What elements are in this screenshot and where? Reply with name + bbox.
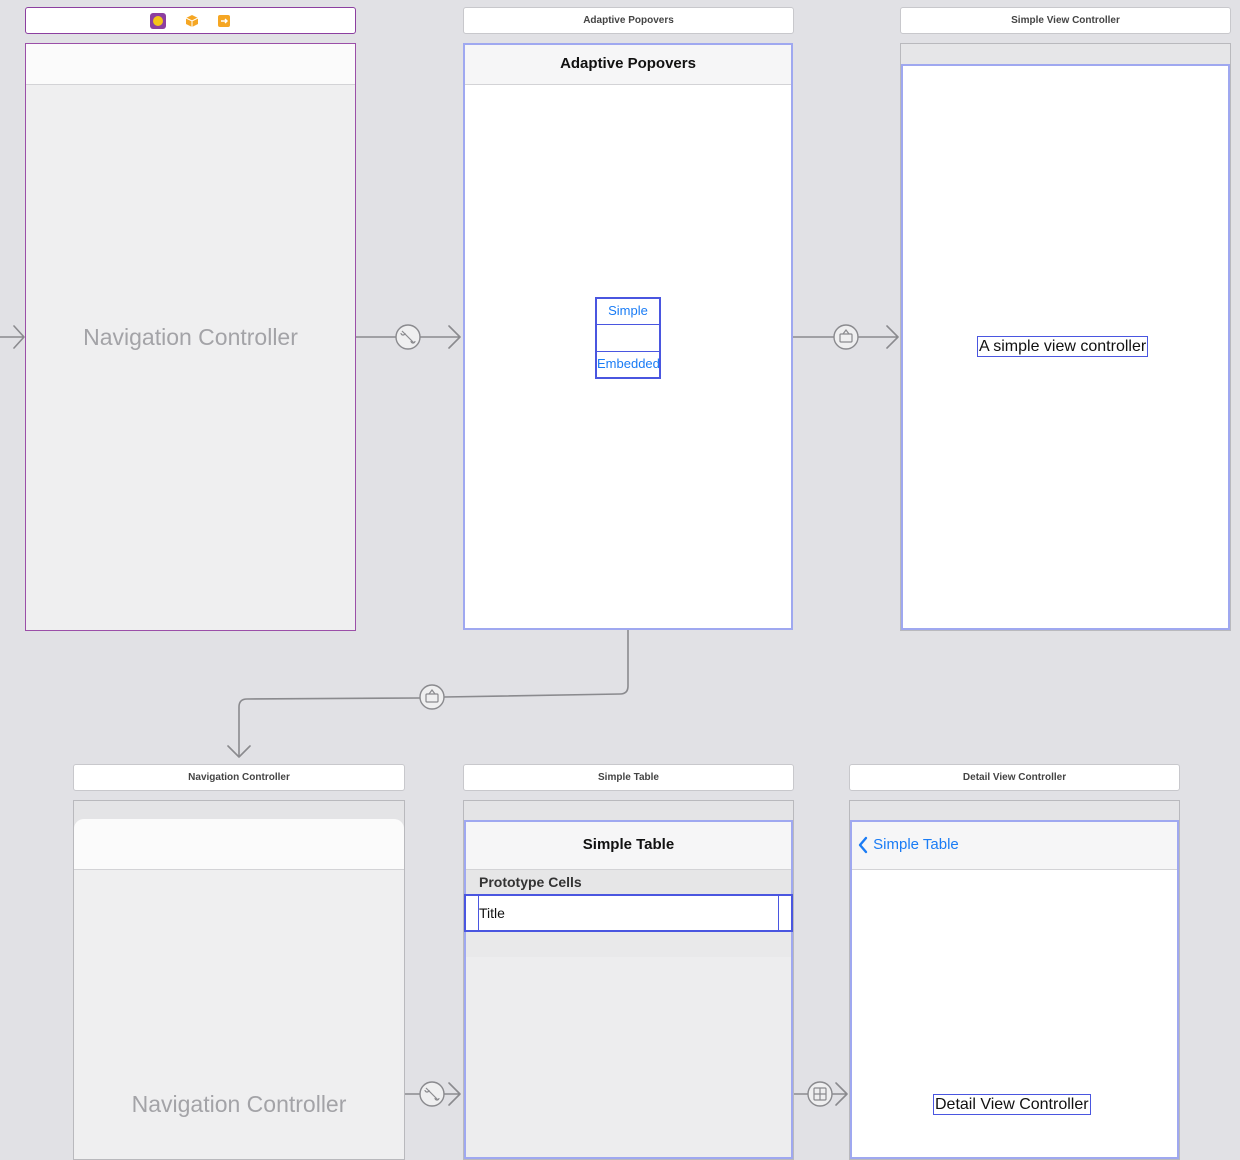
navigation-bar: Simple Table [852,822,1177,870]
nav-title: Adaptive Popovers [560,55,696,72]
detail-label: Detail View Controller [933,1094,1091,1115]
adaptive-popovers-scene[interactable]: Adaptive Popovers Simple Embedded [463,43,793,630]
table-view[interactable]: Simple Table Prototype Cells Title [464,820,793,1159]
navigation-controller-placeholder: Navigation Controller [83,324,298,350]
chevron-left-icon [857,836,869,854]
simple-view-controller-scene[interactable]: A simple view controller [900,43,1231,631]
view-controller-icon[interactable] [150,13,166,29]
scene-title-bar[interactable]: Simple Table [463,764,794,791]
nav-title: Simple Table [582,836,675,853]
scene-title-bar[interactable]: Simple View Controller [900,7,1231,34]
detail-content-view: Simple Table Detail View Controller [850,820,1179,1159]
segue-line-root [355,325,461,349]
simple-view-label: A simple view controller [977,336,1149,357]
cell-title-label: Title [479,905,505,921]
embedded-button[interactable]: Embedded [597,351,660,377]
scene-title-bar[interactable]: Detail View Controller [849,764,1180,791]
segue-line-show-detail [792,1082,848,1106]
detail-view-controller-scene[interactable]: Simple Table Detail View Controller [849,800,1180,1160]
scene-title-bar[interactable]: Adaptive Popovers [463,7,794,34]
scene-title-bar[interactable]: Navigation Controller [73,764,405,791]
simple-table-scene[interactable]: Simple Table Prototype Cells Title [463,800,794,1160]
navigation-bar: Adaptive Popovers [465,45,791,85]
initial-entry-arrow [0,325,25,349]
first-responder-icon[interactable] [184,13,200,29]
navigation-bar [26,44,355,85]
scene-dock-bar[interactable] [25,7,356,34]
exit-icon[interactable] [216,13,232,29]
sheet-container: Navigation Controller [74,819,404,1159]
button-stack: Simple Embedded [595,297,661,379]
navigation-controller-scene[interactable]: Navigation Controller [73,800,405,1160]
navigation-controller-placeholder: Navigation Controller [131,1091,347,1117]
section-header: Prototype Cells [466,870,791,895]
segue-line-root-bottom [404,1082,461,1106]
table-footer [466,932,791,957]
popover-segue-icon [833,324,859,350]
navigation-bar: Simple Table [466,822,791,870]
back-button[interactable]: Simple Table [857,822,959,868]
simple-button[interactable]: Simple [597,299,659,325]
segue-line-popover [792,325,899,349]
popover-content-view: A simple view controller [901,64,1230,630]
navigation-bar [74,819,404,870]
segue-line-popover-embedded [227,629,629,758]
navigation-controller-scene[interactable]: Navigation Controller [25,43,356,631]
popover-segue-icon [419,684,445,710]
back-button-label: Simple Table [873,836,959,853]
prototype-cell[interactable]: Title [464,894,793,932]
